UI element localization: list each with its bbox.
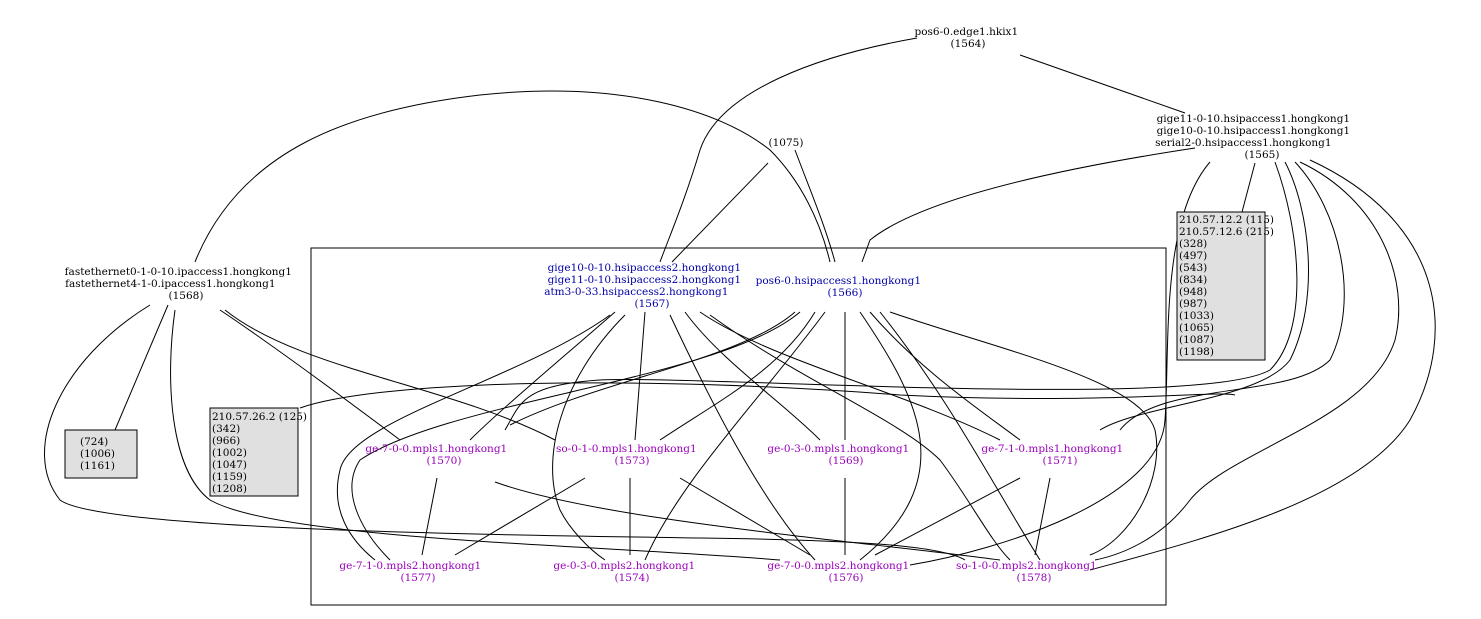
edge-box-b-1570 [299,382,1236,409]
nodes: pos6-0.edge1.hkix1 (1564) (1075) gige11-… [65,26,1353,584]
edge-1566-1571 [869,311,1021,441]
node-1565[interactable]: gige11-0-10.hsipaccess1.hongkong1 gige10… [1155,113,1353,161]
box-b-line: (1047) [212,459,247,471]
box-c-line: (1161) [80,460,115,472]
box-a-line: (834) [1179,274,1207,286]
cluster-hongkong1 [310,247,1167,606]
edge-1567-1577 [336,314,611,561]
edge-1565-1571b [1119,161,1345,431]
box-c-line: (724) [80,436,108,448]
edge-1565-1570 [504,161,1298,431]
node-1568[interactable]: fastethernet0-1-0-10.ipaccess1.hongkong1… [65,266,296,302]
box-a-line: (328) [1179,238,1207,250]
edge-1566-1573 [659,311,816,441]
box-a-line: (497) [1179,250,1207,262]
box-b-line: (1002) [212,447,247,459]
edge-1568-1576 [170,309,781,561]
box-b-line: (1159) [212,471,247,483]
edge-1075-1566 [794,149,836,263]
edge-1568-1573 [224,309,556,441]
edge-1565-box-a [1241,162,1256,213]
node-1566[interactable]: pos6-0.hsipaccess1.hongkong1 (1566) [756,275,925,299]
svg-text:(724) (1006) (1161: (724) (1006) (1161) [80,436,118,472]
node-1578[interactable]: so-1-0-0.mpls2.hongkong1 (1578) [956,560,1100,584]
node-1573[interactable]: so-0-1-0.mpls1.hongkong1 (1573) [556,443,700,467]
node-1577[interactable]: ge-7-1-0.mpls2.hongkong1 (1577) [339,560,484,584]
address-box-a: 210.57.12.2 (115) 210.57.12.6 (215) (328… [1176,211,1277,361]
edge-1567-1578 [709,314,1011,561]
node-1567[interactable]: gige10-0-10.hsipaccess2.hongkong1 gige11… [544,262,744,310]
box-a-line: (1087) [1179,334,1214,346]
node-1571[interactable]: ge-7-1-0.mpls1.hongkong1 (1571) [981,443,1126,467]
edge-1565-1578b [1089,159,1436,571]
edge-1565-1571a [1099,161,1309,431]
edge-1567-1574 [552,314,626,561]
box-b-line: (1208) [212,483,247,495]
edge-1566-1570 [509,311,796,426]
edge-1567-1570 [469,311,616,441]
node-1570[interactable]: ge-7-0-0.mpls1.hongkong1 (1570) [365,443,510,467]
box-a-line: (987) [1179,298,1207,310]
edge-1567-1571 [699,311,1001,441]
edge-1565-1576 [909,161,1211,566]
box-b-line: (966) [212,435,240,447]
svg-text:210.57.26.2 (125) (342): 210.57.26.2 (125) (342) (966) (1002) (10… [212,411,310,495]
edge-1570-1577 [421,477,438,556]
box-b-line: (342) [212,423,240,435]
address-box-c: (724) (1006) (1161) [64,429,138,479]
edge-1564-1567 [659,37,918,263]
edge-1567-1573 [634,311,646,441]
edge-1566-1578b [889,311,1158,556]
box-a-line: 210.57.12.6 (215) [1179,226,1274,238]
edge-1566-1578 [879,311,1041,561]
node-1564[interactable]: pos6-0.edge1.hkix1 (1564) [915,26,1022,50]
edge-1567-1569 [684,311,821,441]
edge-1567-1576 [669,314,816,561]
edge-1571-1576 [874,477,1021,556]
edge-1571-1578 [1034,477,1051,556]
box-a-line: (948) [1179,286,1207,298]
box-a-line: 210.57.12.2 (115) [1179,214,1274,226]
edge-1565-1578 [1094,161,1400,561]
box-a-line: (1198) [1179,346,1214,358]
address-box-b: 210.57.26.2 (125) (342) (966) (1002) (10… [209,407,310,497]
edge-1568-1566 [194,90,831,263]
edge-1573-1576 [679,477,811,556]
edge-1566-1577 [351,311,801,561]
edge-1564-1565 [1019,54,1186,114]
box-a-line: (1033) [1179,310,1214,322]
edge-1570-1578 [494,481,1001,561]
edge-1573-1577 [454,477,586,556]
svg-text:210.57.12.2 (115) 210.57: 210.57.12.2 (115) 210.57.12.6 (215) (328… [1179,214,1277,358]
node-1576[interactable]: ge-7-0-0.mpls2.hongkong1 (1576) [767,560,912,584]
node-1574[interactable]: ge-0-3-0.mpls2.hongkong1 (1574) [553,560,698,584]
box-b-line: 210.57.26.2 (125) [212,411,307,423]
box-a-line: (543) [1179,262,1207,274]
edge-1566-1576 [859,311,922,561]
box-c-line: (1006) [80,448,115,460]
node-1569[interactable]: ge-0-3-0.mpls1.hongkong1 (1569) [767,443,912,467]
edge-1565-1566 [861,147,1196,263]
edge-1568-box-c [114,304,169,431]
edge-1075-1567 [671,162,769,263]
node-1075[interactable]: (1075) [769,137,804,149]
box-a-line: (1065) [1179,322,1214,334]
edge-1568-1578 [44,304,966,561]
edge-1566-1574 [644,311,826,561]
